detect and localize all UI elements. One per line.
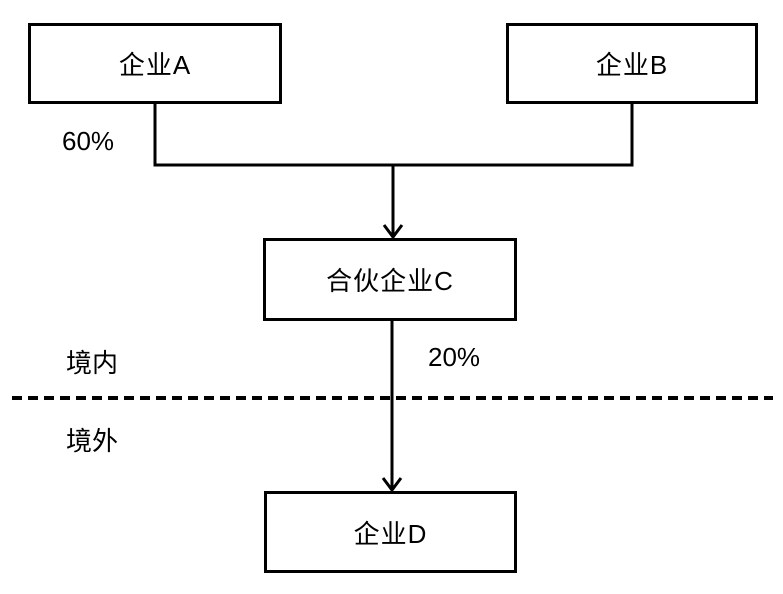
arrowhead-c-to-d-icon: [381, 477, 403, 493]
node-enterprise-b-label: 企业B: [595, 50, 669, 80]
connector-a-b-merge: [153, 104, 634, 167]
region-label-domestic: 境内: [66, 348, 119, 378]
node-partnership-c: 合伙企业C: [263, 238, 517, 321]
node-enterprise-d: 企业D: [264, 491, 517, 573]
node-enterprise-d-label: 企业D: [353, 518, 428, 549]
region-label-overseas: 境外: [66, 426, 119, 456]
edge-label-20-percent: 20%: [428, 342, 481, 372]
node-enterprise-b: 企业B: [506, 23, 758, 104]
arrowhead-to-c-icon: [382, 224, 404, 240]
node-partnership-c-label: 合伙企业C: [326, 266, 454, 296]
node-enterprise-a: 企业A: [28, 23, 282, 104]
node-enterprise-a-label: 企业A: [118, 50, 192, 80]
edge-label-60-percent: 60%: [62, 126, 115, 156]
